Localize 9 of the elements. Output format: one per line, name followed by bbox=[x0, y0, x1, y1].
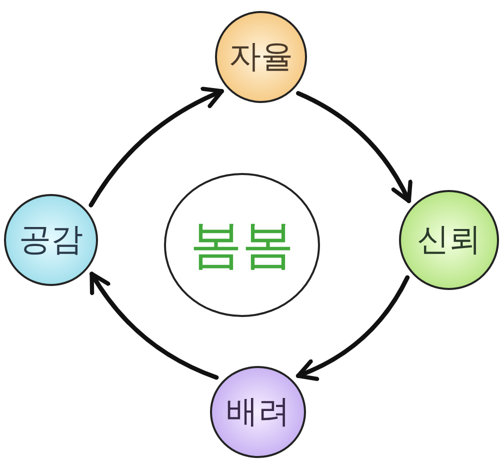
word-circle: 자율 bbox=[215, 11, 307, 103]
arrow bbox=[88, 87, 224, 208]
word-circle: 봄봄 bbox=[164, 173, 320, 317]
arrow bbox=[296, 275, 410, 380]
word-circle: 배려 bbox=[210, 366, 306, 458]
arrow bbox=[296, 91, 412, 204]
arrow bbox=[90, 272, 219, 380]
word-circle: 신뢰 bbox=[399, 190, 499, 290]
word-circle: 공감 bbox=[4, 194, 98, 286]
